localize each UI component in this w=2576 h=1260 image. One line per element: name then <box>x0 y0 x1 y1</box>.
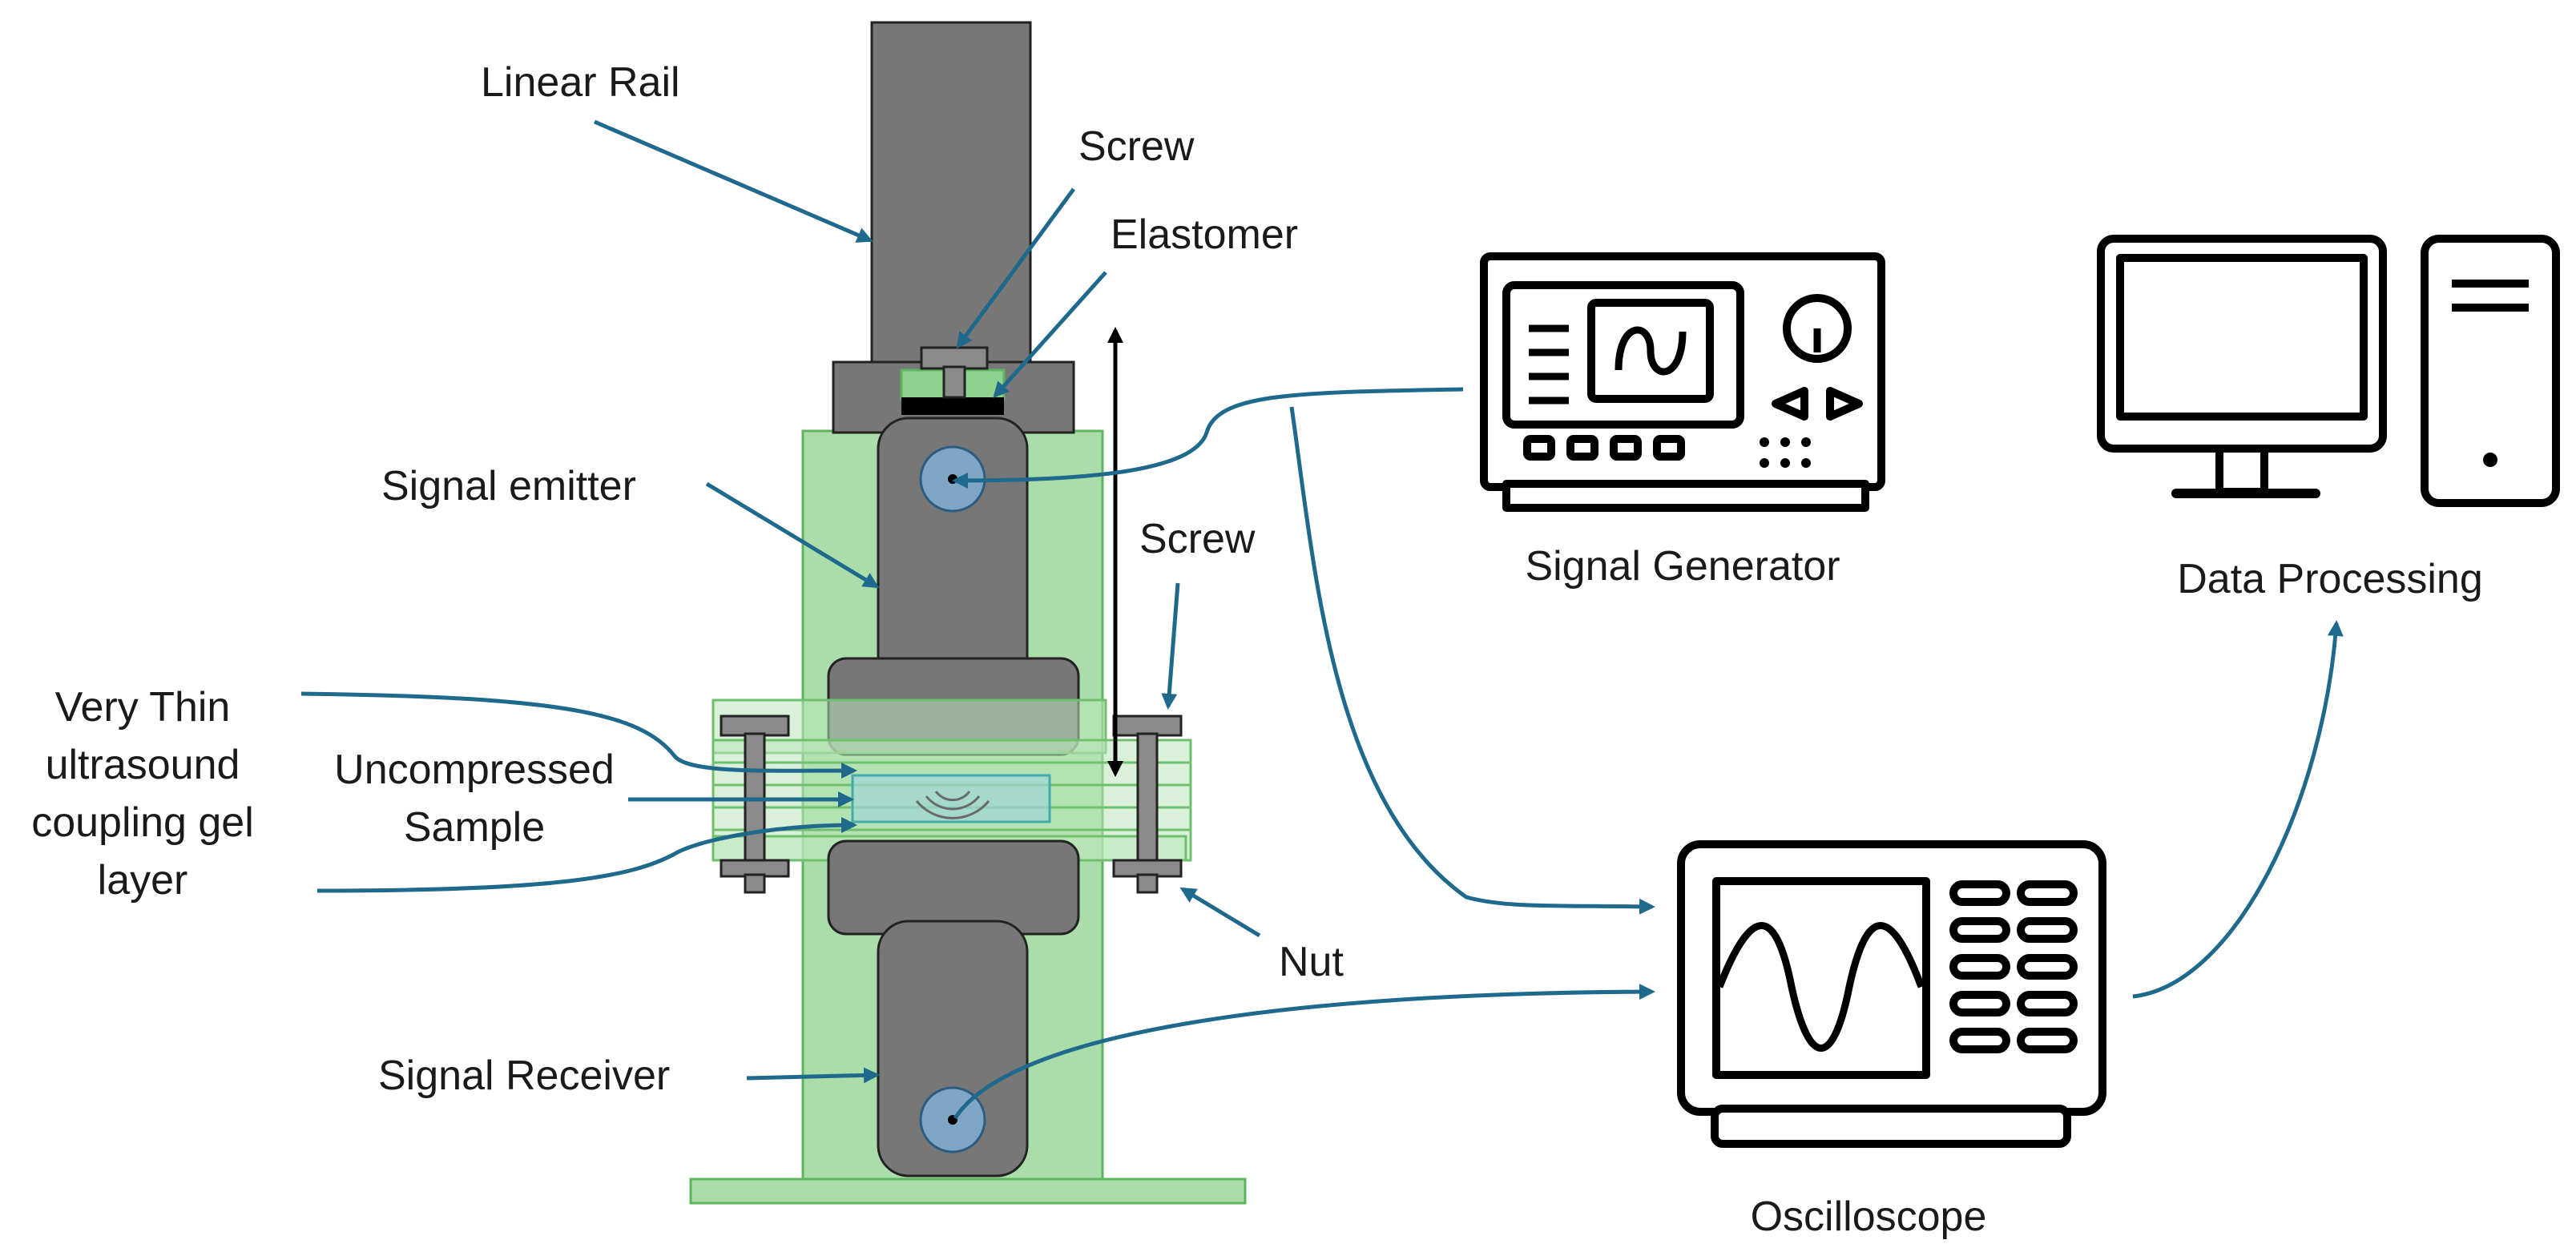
signal-receiver-body <box>877 920 1029 1177</box>
label-uncompressed-1: Uncompressed <box>334 747 615 793</box>
label-thin-gel-4: layer <box>98 857 188 904</box>
signal-cables <box>952 387 2344 1120</box>
label-signal-generator: Signal Generator <box>1525 543 1840 590</box>
label-thin-gel-3: coupling gel <box>31 799 254 846</box>
label-elastomer: Elastomer <box>1111 211 1298 258</box>
left-screw-head <box>720 715 790 737</box>
ultrasound-wave-arcs <box>915 791 990 819</box>
label-oscilloscope: Oscilloscope <box>1751 1194 1987 1240</box>
signal-generator-icon <box>1480 252 1885 512</box>
label-data-processing: Data Processing <box>2177 556 2483 602</box>
apparatus <box>689 21 1247 1205</box>
label-screw-top: Screw <box>1078 123 1195 170</box>
leader-lines <box>300 119 1261 1084</box>
label-linear-rail: Linear Rail <box>481 59 680 106</box>
computer-monitor-icon <box>2097 235 2387 498</box>
right-screw-shank <box>1136 732 1159 863</box>
label-signal-emitter: Signal emitter <box>381 463 636 509</box>
base-plate <box>689 1177 1247 1205</box>
label-signal-receiver: Signal Receiver <box>378 1053 670 1099</box>
computer-tower-icon <box>2421 235 2560 507</box>
label-uncompressed-2: Sample <box>404 804 545 851</box>
label-thin-gel-1: Very Thin <box>55 684 231 731</box>
top-screw-shank <box>942 365 966 399</box>
right-screw-head <box>1112 715 1183 737</box>
label-screw-side: Screw <box>1139 516 1256 562</box>
linear-rail <box>870 21 1032 368</box>
elastomer-black-pad <box>901 397 1004 415</box>
oscilloscope-icon <box>1677 840 2106 1148</box>
labels: Linear Rail Screw Elastomer Signal emitt… <box>31 59 2483 1240</box>
top-screw-head <box>920 346 989 370</box>
label-thin-gel-2: ultrasound <box>46 742 240 788</box>
uncompressed-sample <box>851 774 1051 823</box>
label-nut: Nut <box>1279 939 1344 985</box>
